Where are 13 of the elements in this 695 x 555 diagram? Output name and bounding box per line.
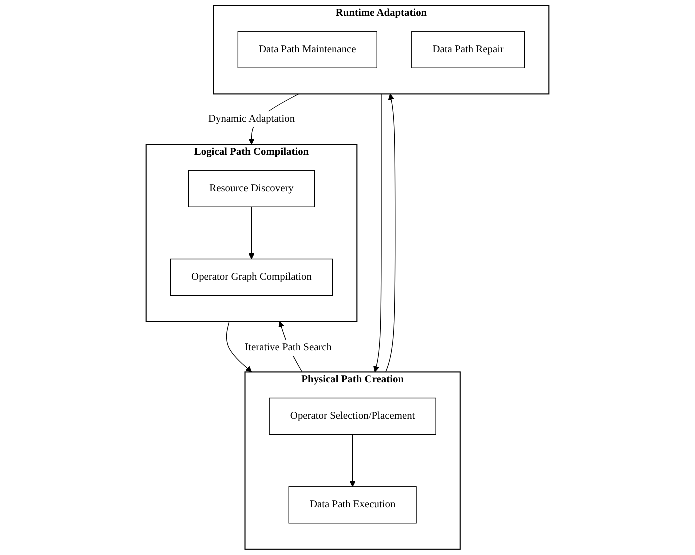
arrow: [373, 94, 382, 372]
arrow: [350, 434, 356, 488]
arrow: [248, 206, 255, 260]
node-box: Data Path Execution: [288, 486, 417, 524]
edge-label: Dynamic Adaptation: [208, 114, 295, 125]
node-box: Operator Selection/Placement: [268, 398, 436, 436]
edge-label: Iterative Path Search: [244, 342, 332, 354]
arrow: [385, 94, 396, 373]
node-box: Data Path Maintenance: [238, 31, 378, 68]
node-box: Data Path Repair: [411, 31, 525, 68]
node-box: Operator Graph Compilation: [170, 258, 333, 296]
node-box: Resource Discovery: [188, 170, 315, 208]
arrow: [226, 321, 252, 372]
